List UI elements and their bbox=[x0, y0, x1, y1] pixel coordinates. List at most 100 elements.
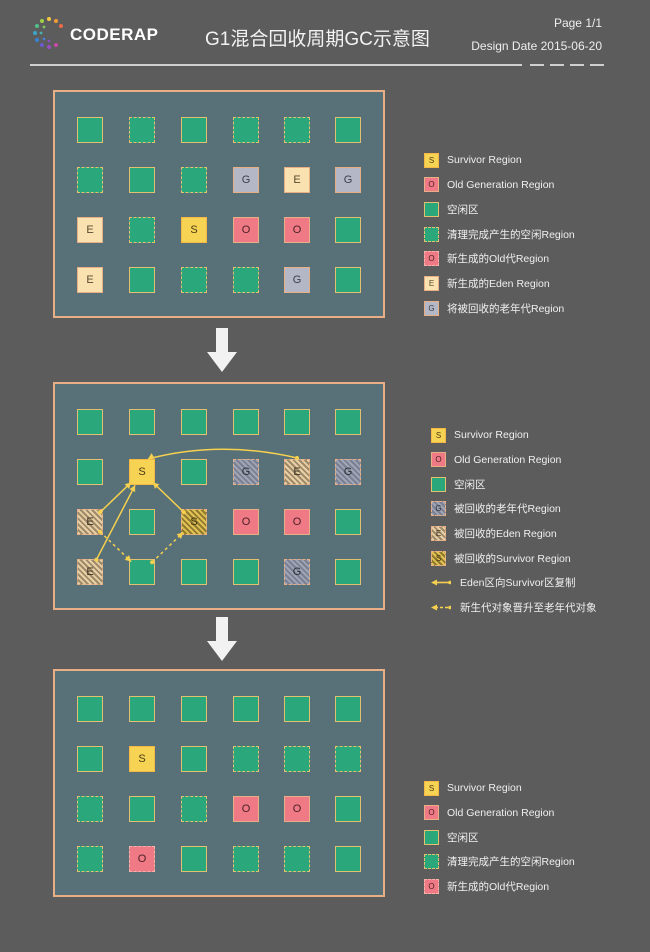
region-cell bbox=[181, 846, 207, 872]
region-cell bbox=[129, 217, 155, 243]
region-cell bbox=[181, 796, 207, 822]
legend-label: Old Generation Region bbox=[447, 806, 555, 819]
region-cell bbox=[335, 509, 361, 535]
region-cell bbox=[129, 409, 155, 435]
arrow-origin-dot bbox=[295, 456, 299, 460]
legend-swatch: O bbox=[424, 177, 439, 193]
region-cell bbox=[77, 746, 103, 772]
region-cell bbox=[335, 409, 361, 435]
region-cell bbox=[77, 796, 103, 822]
legend-label: 被回收的Eden Region bbox=[454, 527, 557, 540]
legend-swatch: O bbox=[431, 452, 446, 468]
legend-swatch bbox=[424, 226, 439, 242]
region-cell bbox=[233, 846, 259, 872]
region-cell bbox=[335, 217, 361, 243]
arrowhead bbox=[124, 555, 132, 562]
legend-item: 新生代对象晋升至老年代对象 bbox=[431, 599, 597, 615]
legend-swatch: S bbox=[424, 152, 439, 168]
copy-arrow bbox=[95, 484, 136, 560]
legend-swatch: E bbox=[431, 525, 446, 541]
region-cell: O bbox=[284, 509, 310, 535]
arrowhead bbox=[152, 482, 160, 489]
legend-swatch: S bbox=[424, 780, 439, 796]
arrow-origin-dot bbox=[98, 510, 103, 515]
region-cell bbox=[181, 117, 207, 143]
legend-label: Survivor Region bbox=[447, 154, 522, 166]
region-cell: S bbox=[181, 217, 207, 243]
legend-swatch bbox=[424, 854, 439, 870]
legend-label: Survivor Region bbox=[454, 429, 529, 441]
region-cell bbox=[129, 167, 155, 193]
page-title: G1混合回收周期GC示意图 bbox=[205, 29, 430, 50]
legend-swatch: E bbox=[424, 276, 439, 291]
region-cell bbox=[233, 559, 259, 585]
region-cell: O bbox=[233, 217, 259, 243]
region-cell: E bbox=[284, 167, 310, 193]
header: CODERAP G1混合回收周期GC示意图 Page 1/1 Design Da… bbox=[0, 0, 650, 75]
region-cell bbox=[129, 509, 155, 535]
copy-arrow bbox=[99, 481, 132, 513]
region-cell bbox=[181, 409, 207, 435]
promotion-arrow bbox=[99, 531, 132, 563]
legend-item: 清理完成产生的空闲Region bbox=[424, 226, 575, 242]
legend-label: 被回收的Survivor Region bbox=[454, 552, 571, 565]
legend-swatch: O bbox=[424, 805, 439, 821]
legend-item: E 被回收的Eden Region bbox=[431, 525, 557, 541]
legend-label: Survivor Region bbox=[447, 782, 522, 794]
logo-text: CODERAP bbox=[70, 25, 159, 44]
region-cell bbox=[77, 167, 103, 193]
region-cell bbox=[284, 846, 310, 872]
region-cell: G bbox=[284, 267, 310, 293]
region-cell: G bbox=[335, 167, 361, 193]
region-cell bbox=[233, 117, 259, 143]
solid-arrow-icon bbox=[431, 579, 451, 586]
region-cell bbox=[181, 167, 207, 193]
region-cell bbox=[181, 746, 207, 772]
legend-item: S Survivor Region bbox=[424, 152, 522, 168]
legend-swatch: S bbox=[431, 427, 446, 443]
arrow-origin-dot bbox=[98, 529, 103, 534]
region-cell: S bbox=[129, 459, 155, 485]
region-cell bbox=[233, 696, 259, 722]
legend-swatch bbox=[424, 829, 439, 845]
region-cell: G bbox=[284, 559, 310, 585]
dashed-arrow-icon bbox=[431, 604, 451, 611]
legend-label: 新生成的Old代Region bbox=[447, 880, 550, 893]
region-cell bbox=[335, 559, 361, 585]
arrow-origin-dot bbox=[94, 557, 99, 562]
arrowhead bbox=[148, 453, 155, 459]
region-cell bbox=[77, 696, 103, 722]
legend-swatch: G bbox=[431, 501, 446, 517]
header-dash bbox=[590, 64, 604, 66]
legend-label: 新生成的Old代Region bbox=[447, 253, 550, 266]
arrow-origin-dot bbox=[181, 510, 186, 515]
region-cell bbox=[77, 409, 103, 435]
legend-item: S Survivor Region bbox=[431, 427, 529, 443]
region-cell bbox=[129, 117, 155, 143]
region-cell: E bbox=[284, 459, 310, 485]
copy-arrow bbox=[147, 448, 298, 460]
region-cell bbox=[181, 459, 207, 485]
region-cell bbox=[181, 267, 207, 293]
region-cell: S bbox=[129, 746, 155, 772]
legend-swatch bbox=[431, 476, 446, 492]
region-cell: O bbox=[129, 846, 155, 872]
legend-label: Eden区向Survivor区复制 bbox=[460, 577, 576, 590]
region-cell bbox=[233, 409, 259, 435]
region-cell bbox=[181, 696, 207, 722]
region-cell: O bbox=[284, 217, 310, 243]
region-cell: G bbox=[233, 167, 259, 193]
legend-label: 空闲区 bbox=[447, 831, 479, 844]
legend-swatch: G bbox=[424, 300, 439, 316]
region-cell: O bbox=[233, 796, 259, 822]
legend-label: 新生代对象晋升至老年代对象 bbox=[460, 601, 597, 614]
region-cell: E bbox=[77, 559, 103, 585]
region-cell bbox=[129, 796, 155, 822]
